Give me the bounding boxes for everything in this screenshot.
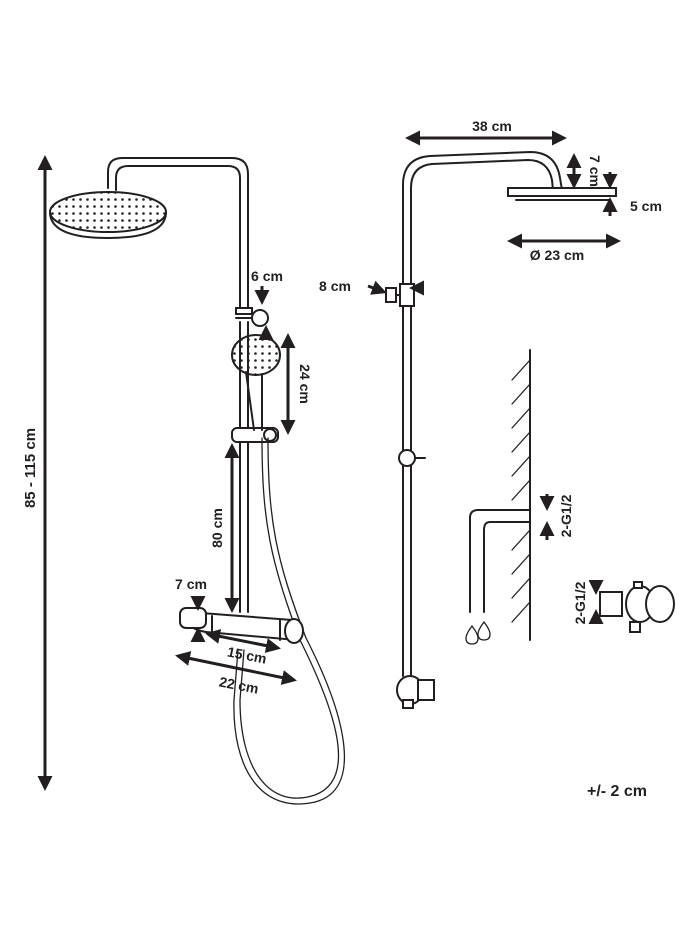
valve-width-arrow-icon: [175, 651, 297, 685]
tolerance-label: +/- 2 cm: [587, 783, 647, 800]
holder-size-label: 6 cm: [251, 268, 283, 284]
valve-width-label: 22 cm: [218, 673, 260, 696]
valve-thread-label: 2-G1/2: [572, 581, 588, 624]
side-slider: [398, 449, 416, 467]
head-thickness-label: 5 cm: [630, 198, 662, 214]
wall-connection-detail: 2-G1/2: [465, 349, 574, 645]
rail-offset-label: 8 cm: [319, 278, 351, 294]
overall-height-dimension: 85 - 115 cm: [22, 155, 53, 791]
valve-to-slider-label: 80 cm: [209, 508, 225, 548]
wall-thread-label: 2-G1/2: [558, 494, 574, 537]
head-diameter-label: Ø 23 cm: [530, 247, 584, 263]
rail-holder: [251, 309, 269, 327]
head-width-label: 38 cm: [472, 118, 512, 134]
side-rain-head: [507, 187, 617, 201]
front-view-shower: [49, 157, 345, 805]
valve-spacing-label: 15 cm: [226, 643, 268, 666]
hatch-wall-icon: [511, 359, 531, 623]
side-valve: [396, 675, 435, 709]
shower-hose: [239, 437, 340, 799]
side-holder: [399, 283, 415, 307]
valve-spacing-arrow-icon: [205, 628, 281, 654]
valve-connector-detail: 2-G1/2: [572, 580, 675, 633]
height-range-label: 85 - 115 cm: [22, 428, 39, 508]
head-drop-label: 7 cm: [587, 155, 603, 187]
front-dimensions: 6 cm 24 cm 80 cm 7 cm 15 cm 22 cm: [175, 268, 313, 697]
handshower-length-label: 24 cm: [297, 364, 313, 404]
hand-shower: [231, 334, 281, 431]
rain-shower-head: [49, 191, 167, 239]
valve-height-label: 7 cm: [175, 576, 207, 592]
side-dimensions: 38 cm 7 cm 5 cm Ø 23 cm 8 cm: [319, 118, 662, 296]
water-drop-icon: [465, 620, 491, 645]
